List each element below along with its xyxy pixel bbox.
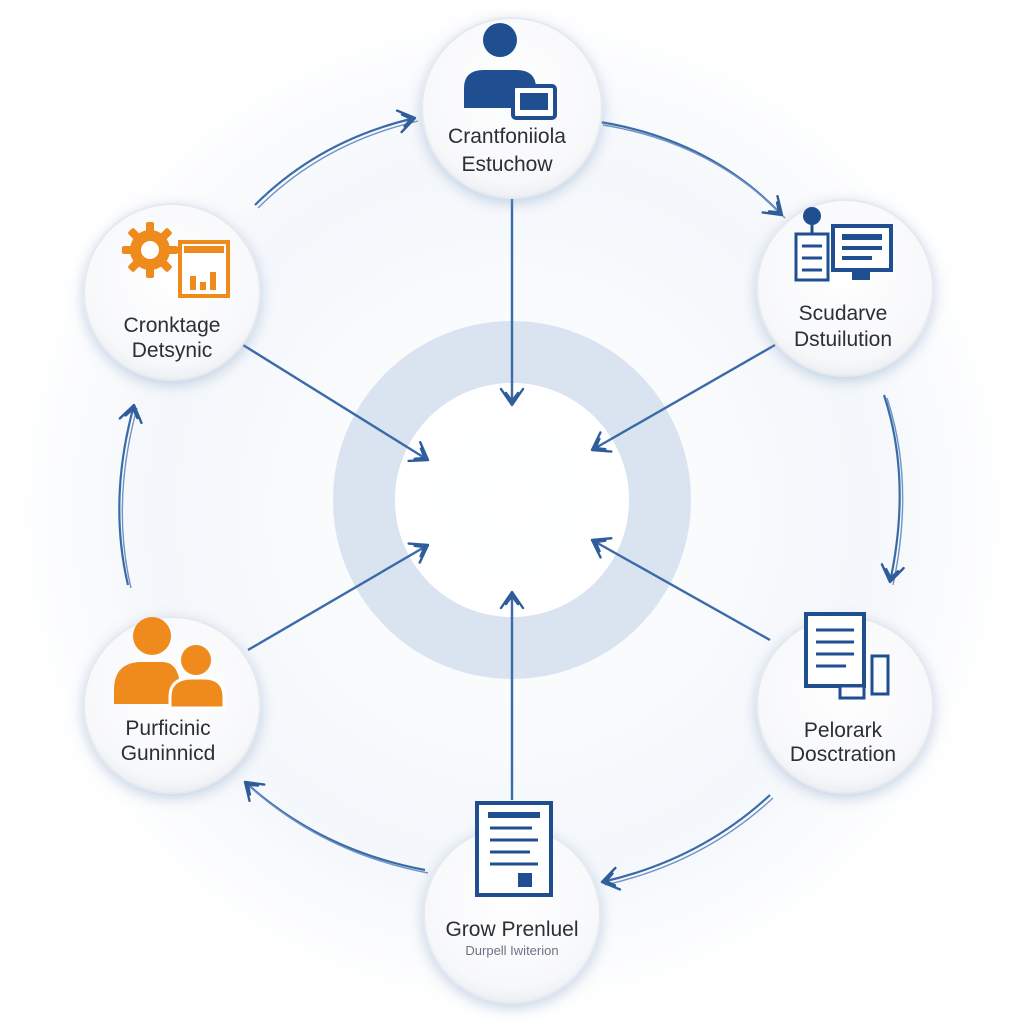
spoke-left-bottom [247, 542, 430, 652]
node-top[interactable]: Crantfoniiola Estuchow [421, 17, 603, 199]
node-left-top[interactable]: Cronktage Detsynic [83, 203, 261, 381]
cycle-arrow-top-to-right-top-head [761, 194, 784, 217]
node-right-top-line1: Scudarve [799, 302, 888, 325]
node-left-bottom[interactable]: Purficinic Guninnicd [83, 616, 261, 794]
spoke-left-bottom-head [407, 542, 430, 564]
document-server-icon [804, 612, 890, 700]
spoke-right-bottom [590, 537, 771, 642]
gear-chart-icon [122, 222, 230, 298]
node-left-top-line2: Detsynic [132, 339, 213, 362]
node-right-top-line2: Dstuilution [794, 328, 892, 351]
node-bottom-line2: Durpell Iwiterion [465, 943, 558, 958]
cycle-arrow-left-top-to-top [254, 109, 419, 209]
cycle-arrow-right-top-to-right-bottom [880, 394, 905, 586]
cycle-arrows [118, 109, 905, 891]
node-bottom-line1: Grow Prenluel [445, 918, 578, 941]
cycle-arrow-left-top-to-top-head [395, 109, 417, 134]
node-right-bottom-line2: Dosctration [790, 743, 896, 766]
node-top-line2: Estuchow [461, 153, 553, 176]
node-left-bottom-line2: Guninnicd [121, 742, 216, 765]
node-right-top[interactable]: Scudarve Dstuilution [756, 199, 934, 377]
spoke-right-top-head [590, 431, 613, 453]
spoke-right-top [590, 343, 776, 453]
cycle-arrow-left-bottom-to-left-top-head [118, 403, 143, 425]
spoke-bottom-head [499, 590, 525, 610]
workstation-icon [794, 207, 893, 282]
node-right-bottom[interactable]: Pelorark Dosctration [756, 612, 934, 794]
spoke-bottom [499, 590, 525, 800]
cycle-arrow-bottom-to-left-bottom-head [243, 780, 266, 803]
certificate-document-icon [475, 801, 553, 897]
person-with-monitor-icon [464, 23, 557, 120]
spoke-top [499, 198, 525, 407]
spoke-right-bottom-head [590, 537, 613, 559]
cycle-arrow-top-to-right-top [599, 120, 786, 219]
spoke-top-head [499, 387, 525, 407]
node-right-bottom-line1: Pelorark [804, 719, 883, 742]
users-group-icon [114, 617, 226, 710]
spoke-left-top-head [407, 441, 430, 463]
cycle-arrow-left-bottom-to-left-top [118, 403, 143, 589]
spoke-arrows [242, 198, 776, 800]
nodes: Crantfoniiola Estuchow Scudarve Dstuilut… [83, 17, 934, 1004]
spoke-left-top [242, 343, 430, 463]
cycle-arrow-right-bottom-to-bottom [600, 794, 774, 891]
node-left-top-line1: Cronktage [124, 314, 221, 337]
cycle-arrow-bottom-to-left-bottom [243, 780, 429, 874]
node-left-bottom-line1: Purficinic [125, 717, 210, 740]
cycle-arrow-right-bottom-to-bottom-head [600, 866, 622, 891]
node-top-line1: Crantfoniiola [448, 125, 566, 148]
node-bottom[interactable]: Grow Prenluel Durpell Iwiterion [423, 801, 601, 1004]
cycle-arrow-right-top-to-right-bottom-head [880, 563, 905, 584]
